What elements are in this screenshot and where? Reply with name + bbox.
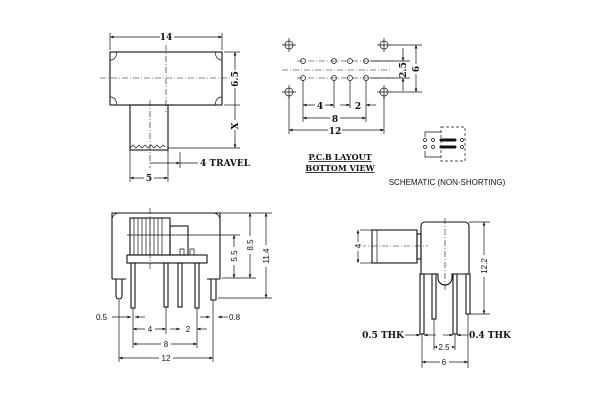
pcb-title: P.C.B LAYOUT — [308, 152, 371, 162]
pcb-subtitle: BOTTOM VIEW — [305, 163, 375, 173]
side-view: 4 12.2 0.5 THK 0.4 THK 2.5 6 — [354, 218, 512, 368]
dim-knob-dia: 4 — [354, 243, 363, 248]
dim-11-4: 11.4 — [262, 248, 271, 264]
dim-row-pitch: 2.5 — [399, 62, 409, 78]
dim-pin-span: 8 — [164, 340, 169, 349]
dim-pin-thk: 0.5 THK — [362, 331, 405, 341]
dim-lug-thk: 0.4 THK — [469, 331, 512, 341]
dim-pin-pitch-b: 2 — [355, 102, 361, 112]
front-view: 0.5 0.8 4 2 8 12 5.5 8.5 11.4 — [96, 208, 272, 363]
top-view: 14 6.5 X 4 TRAVEL 5 — [100, 31, 251, 184]
dim-mount-span: 12 — [329, 127, 342, 137]
dim-5-5: 5.5 — [230, 250, 239, 262]
schematic: SCHEMATIC (NON-SHORTING) — [389, 126, 506, 187]
dim-8-5: 8.5 — [246, 239, 255, 251]
dim-pitch-a: 4 — [148, 325, 153, 334]
dim-width: 14 — [160, 33, 173, 43]
dim-pitch-b: 2 — [186, 325, 191, 334]
dim-lug-thk: 0.8 — [229, 313, 241, 322]
dim-extension: X — [231, 122, 241, 129]
dim-actuator-width: 5 — [146, 174, 152, 184]
dim-height: 12.2 — [480, 258, 489, 274]
dim-height: 6.5 — [231, 71, 241, 87]
dim-pin-thk: 0.5 — [96, 313, 108, 322]
dim-width: 6 — [442, 358, 447, 367]
dim-travel: 4 TRAVEL — [200, 159, 251, 169]
dim-pin-span: 8 — [332, 115, 338, 125]
schematic-label: SCHEMATIC (NON-SHORTING) — [389, 178, 506, 187]
dim-lug-span: 12 — [162, 354, 171, 363]
dim-row-pitch: 2.5 — [438, 343, 450, 352]
dim-pin-pitch-a: 4 — [317, 102, 323, 112]
pcb-layout: 4 2 8 12 2.5 6 P.C.B LAYOUT BOTTOM VIEW — [282, 38, 422, 173]
dim-mount-pitch: 6 — [412, 66, 422, 72]
